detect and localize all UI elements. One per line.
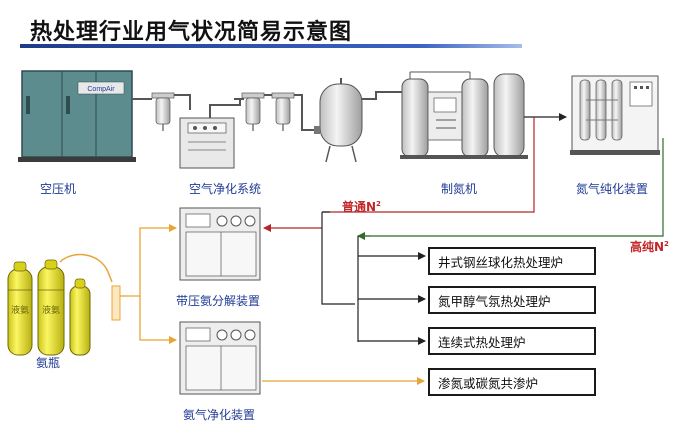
normal-n2-label: 普通N2 (342, 200, 381, 214)
process-box-continuous-furnace: 连续式热处理炉 (428, 327, 596, 355)
ammonia-cracker-icon (179, 207, 261, 281)
process-box-nitrogen-methanol-furnace: 氮甲醇气氛热处理炉 (428, 286, 596, 314)
filter-2-icon (241, 92, 265, 131)
air-receiver-tank-icon (314, 78, 363, 163)
filter-1-icon (151, 92, 175, 131)
page-title: 热处理行业用气状况简易示意图 (30, 20, 353, 45)
ammonia-cracker-label: 带压氨分解装置 (176, 294, 261, 308)
air-compressor-icon: CompAir (18, 70, 136, 162)
nitrogen-purifier-icon (570, 75, 660, 155)
compressor-brand-text: CompAir (87, 86, 115, 93)
nitrogen-purifier-label: 氮气纯化装置 (576, 182, 649, 196)
air-compressor-label: 空压机 (40, 182, 77, 196)
nitrogen-generator-icon (400, 71, 528, 159)
high-purity-n2-label: 高纯N2 (630, 240, 669, 254)
cylinder-label-2: 液氨 (42, 304, 60, 316)
title-underline (20, 44, 522, 48)
ammonia-purifier-label: 氨气净化装置 (183, 408, 256, 422)
nitrogen-generator-label: 制氮机 (441, 182, 478, 196)
cylinder-label-1: 液氨 (11, 304, 29, 316)
air-purification-label: 空气净化系统 (189, 182, 262, 196)
process-box-pit-furnace: 井式钢丝球化热处理炉 (428, 247, 596, 275)
process-box-nitriding-furnace: 渗氮或碳氮共渗炉 (428, 368, 596, 396)
ammonia-purifier-icon (179, 321, 261, 395)
filter-3-icon (271, 92, 295, 131)
ammonia-cylinder-icon: 液氨 液氨 (7, 253, 121, 356)
air-dryer-icon (179, 94, 235, 169)
ammonia-cylinder-label: 氨瓶 (36, 356, 61, 370)
